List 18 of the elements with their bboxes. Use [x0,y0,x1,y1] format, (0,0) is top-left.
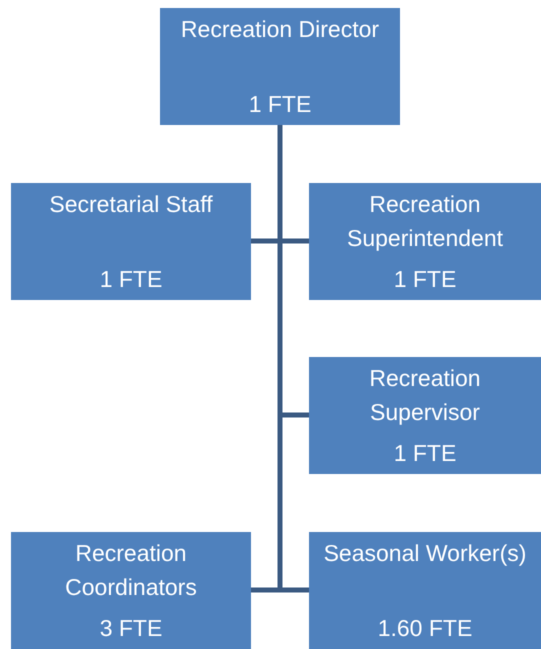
org-box [309,183,541,300]
org-box [309,532,541,649]
fte-count: 1.60 FTE [378,614,472,643]
org-box [11,532,251,649]
fte-count: 1 FTE [100,265,162,294]
fte-count: 1 FTE [394,439,456,468]
role-title: Recreation Superintendent [346,190,504,253]
org-box [160,8,400,125]
fte-count: 1 FTE [248,90,312,119]
role-title: Recreation Supervisor [368,364,482,427]
org-box [11,183,251,300]
role-title: Secretarial Staff [49,190,213,219]
role-title: Seasonal Worker(s) [324,539,526,568]
role-title: Recreation Coordinators [64,539,198,602]
org-box [309,357,541,474]
fte-count: 3 FTE [100,614,162,643]
fte-count: 1 FTE [394,265,456,294]
role-title: Recreation Director [180,15,380,44]
